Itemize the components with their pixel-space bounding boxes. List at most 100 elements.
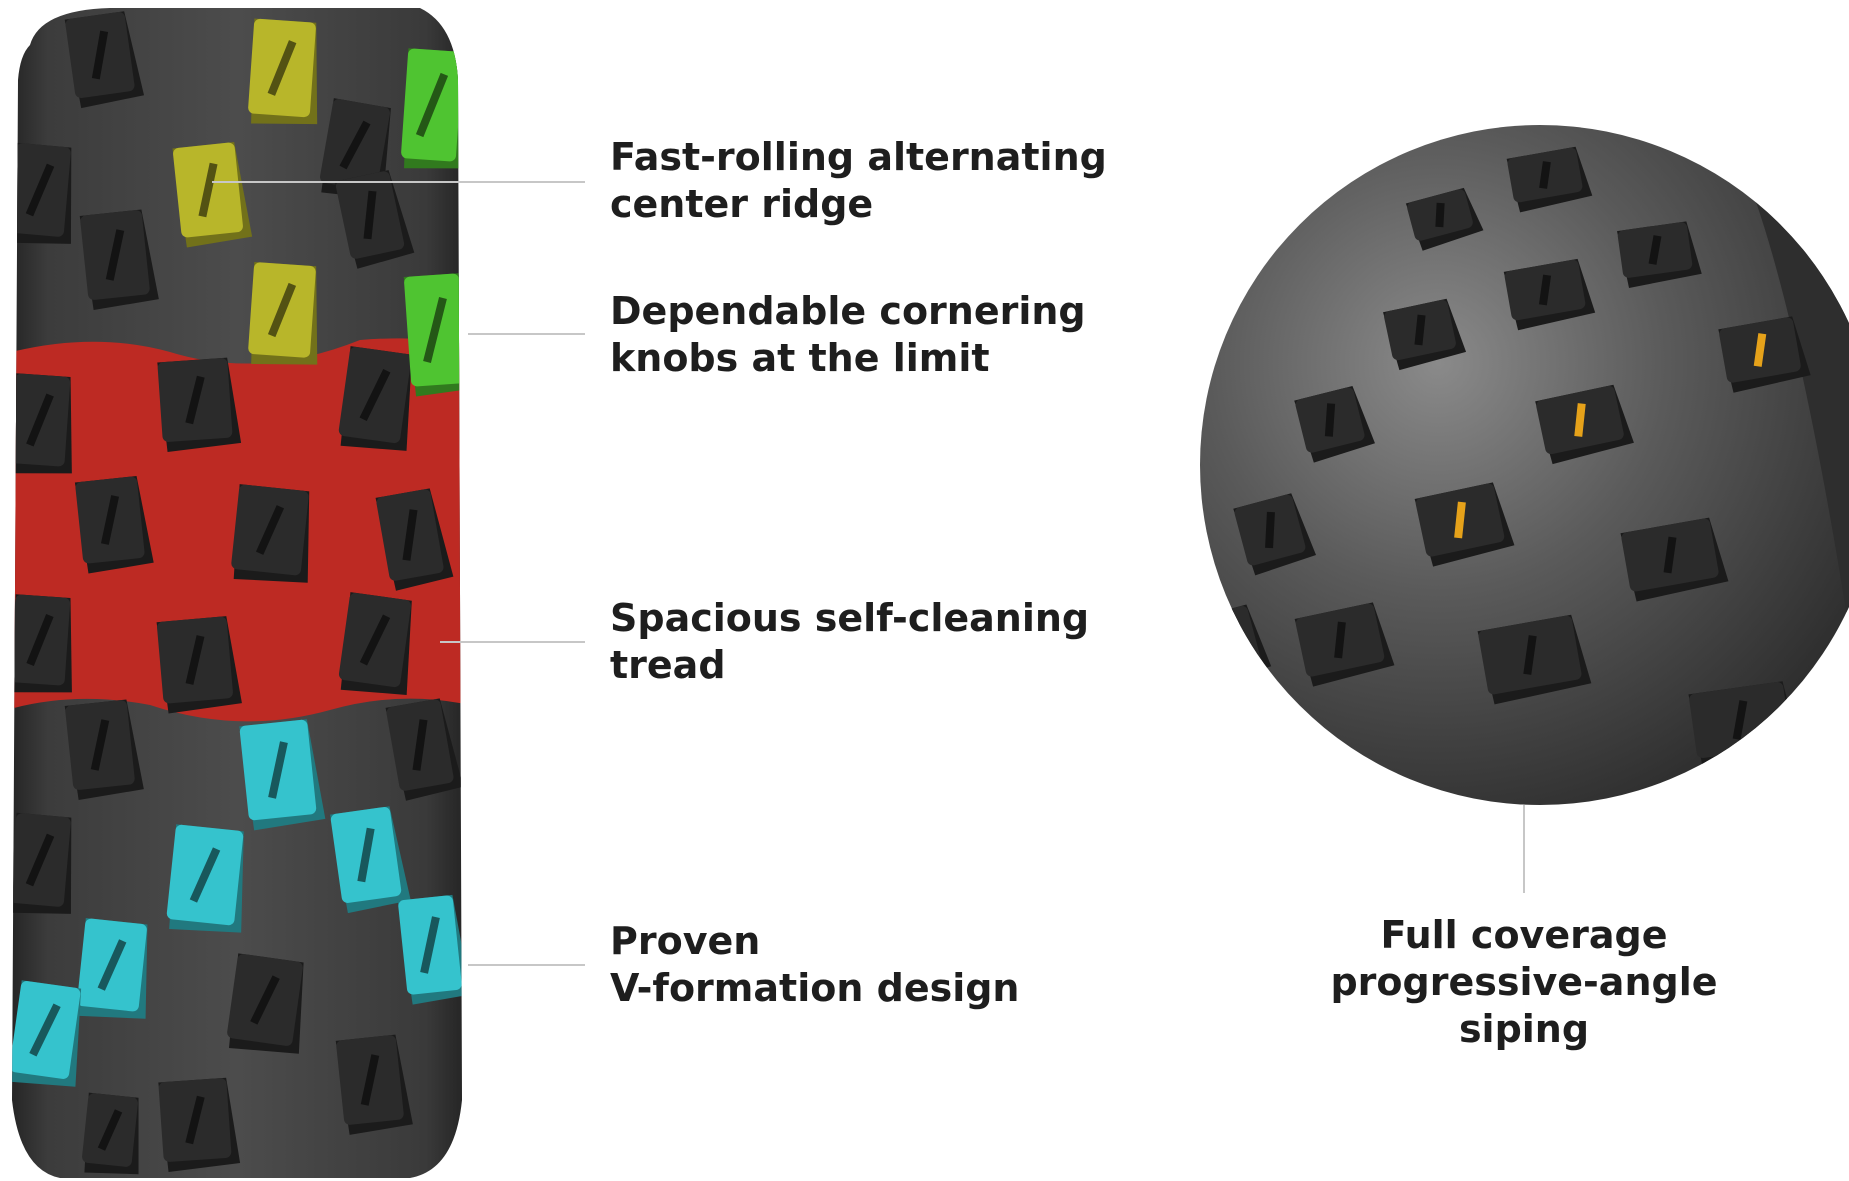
tread-knob-19 xyxy=(335,1034,413,1135)
callout-cornering-knobs-line-2: knobs at the limit xyxy=(610,336,990,380)
callout-siping-line-1: Full coverage xyxy=(1380,913,1668,957)
tread-knob-10 xyxy=(231,484,310,583)
callout-self-cleaning-line-2: tread xyxy=(610,643,726,687)
detail-knob-6-sipe xyxy=(1324,403,1336,437)
tread-knob-16 xyxy=(385,698,462,801)
cornering-knob-1 xyxy=(401,48,462,169)
tread-knob-3 xyxy=(79,209,159,311)
v-formation-knob-4 xyxy=(77,918,148,1019)
callout-center-ridge-line-1: Fast-rolling alternating xyxy=(610,135,1107,179)
tread-knob-12-sipe xyxy=(26,614,54,666)
tread-knob-13 xyxy=(156,616,242,714)
tread-knob-2 xyxy=(12,142,72,244)
detail-knob-11-sipe xyxy=(1265,511,1275,549)
tread-knob-5-sipe xyxy=(363,190,377,240)
tread-knob-14-sipe xyxy=(359,614,391,666)
detail-knob-9-sipe xyxy=(1454,501,1466,539)
tread-knob-19-sipe xyxy=(360,1054,380,1106)
detail-knob-6 xyxy=(1294,386,1375,463)
detail-knob-4-sipe xyxy=(1538,274,1552,306)
callout-siping: Full coverage progressive-angle siping xyxy=(1324,912,1724,1053)
tread-knob-15-sipe xyxy=(90,719,110,771)
tread-knob-8 xyxy=(338,346,412,451)
detail-knob-1 xyxy=(1405,187,1484,251)
detail-knob-5 xyxy=(1617,221,1702,288)
v-formation-knob-6 xyxy=(12,980,82,1087)
tread-knob-9 xyxy=(74,475,154,574)
v-formation-knob-1-sipe xyxy=(268,741,288,799)
tread-knob-5 xyxy=(334,170,415,269)
callout-v-formation-line-1: Proven xyxy=(610,919,761,963)
tread-knob-13-sipe xyxy=(185,635,205,685)
center-ridge-knob-2-sipe xyxy=(198,162,218,218)
detail-knob-13-sipe xyxy=(1523,635,1537,675)
center-ridge-knob-1-sipe xyxy=(267,40,297,96)
leader-lines xyxy=(212,181,1525,966)
detail-knob-3-sipe xyxy=(1414,314,1426,346)
detail-knob-9 xyxy=(1414,482,1515,567)
detail-knob-14 xyxy=(1688,681,1801,769)
tread-knob-20 xyxy=(158,1077,241,1172)
detail-knob-13 xyxy=(1477,614,1592,705)
center-ridge-knob-3-sipe xyxy=(267,282,297,338)
tread-knob-6-sipe xyxy=(26,393,54,447)
detail-knob-14-sipe xyxy=(1732,700,1748,740)
callout-self-cleaning-line-1: Spacious self-cleaning xyxy=(610,596,1090,640)
v-formation-knob-4-sipe xyxy=(97,939,127,991)
tread-knob-8-sipe xyxy=(359,368,391,422)
tread-knob-18 xyxy=(227,953,304,1054)
tread-knob-11-sipe xyxy=(402,509,418,561)
detail-knob-7 xyxy=(1535,384,1634,465)
detail-knob-1-sipe xyxy=(1435,202,1445,228)
tread-knob-21-sipe xyxy=(97,1109,123,1151)
tread-knob-18-sipe xyxy=(250,975,280,1025)
v-formation-knob-6-sipe xyxy=(29,1003,61,1057)
detail-knob-8-sipe xyxy=(1753,333,1767,367)
callout-v-formation-line-2: V-formation design xyxy=(610,966,1020,1010)
v-formation-knob-3 xyxy=(330,806,411,914)
tread-knob-3-sipe xyxy=(105,229,125,281)
detail-knob-10-sipe xyxy=(1663,536,1677,574)
detail-knob-12-sipe xyxy=(1334,621,1346,659)
cornering-knob-1-sipe xyxy=(415,72,449,138)
tread-knob-4-sipe xyxy=(339,120,371,170)
detail-knob-2-sipe xyxy=(1539,161,1551,189)
tread-knob-17 xyxy=(12,812,72,914)
siping-detail-circle xyxy=(1200,125,1849,805)
tread-knob-12 xyxy=(12,594,72,693)
detail-knob-11 xyxy=(1233,493,1317,576)
center-ridge-knob-1 xyxy=(248,18,318,125)
tread-knob-9-sipe xyxy=(100,495,120,545)
v-formation-knob-3-sipe xyxy=(357,827,375,883)
tire-sidewall-shadow xyxy=(1740,160,1849,700)
detail-knob-5-sipe xyxy=(1648,235,1662,265)
tread-knob-10-sipe xyxy=(255,505,285,555)
callout-v-formation: Proven V-formation design xyxy=(610,918,1019,1012)
tire-illustration xyxy=(12,8,462,1178)
v-formation-knob-5-sipe xyxy=(420,916,440,974)
cornering-knob-2 xyxy=(403,273,462,397)
tread-knob-2-sipe xyxy=(25,163,55,217)
tread-knob-17-sipe xyxy=(25,833,55,887)
callout-center-ridge: Fast-rolling alternating center ridge xyxy=(610,134,1107,228)
detail-knob-15-sipe xyxy=(1225,621,1235,659)
v-formation-knob-2 xyxy=(166,824,244,933)
tread-knob-1-sipe xyxy=(91,30,109,80)
tread-knob-15 xyxy=(64,699,144,801)
detail-knob-8 xyxy=(1718,316,1811,393)
tread-knob-21 xyxy=(82,1092,139,1175)
tread-knob-6 xyxy=(12,373,72,474)
detail-knob-10 xyxy=(1620,517,1729,602)
center-ridge-knob-3 xyxy=(248,261,318,365)
tread-knob-16-sipe xyxy=(412,719,428,771)
tread-knob-7 xyxy=(157,357,242,453)
tread-knob-7-sipe xyxy=(185,375,205,425)
callout-self-cleaning: Spacious self-cleaning tread xyxy=(610,595,1089,689)
detail-knob-7-sipe xyxy=(1574,403,1586,437)
detail-knob-4 xyxy=(1503,258,1596,331)
tread-knob-11 xyxy=(375,488,454,591)
callout-siping-line-2: progressive-angle xyxy=(1330,960,1718,1004)
cornering-knob-2-sipe xyxy=(423,297,447,363)
tread-knob-1 xyxy=(64,11,145,109)
